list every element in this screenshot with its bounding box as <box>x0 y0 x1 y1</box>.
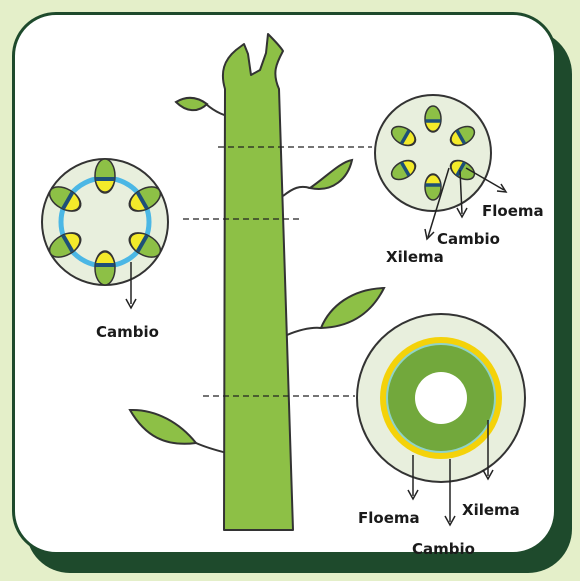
leaf-mid-right <box>283 160 352 196</box>
vascular-bundle <box>95 251 115 285</box>
pith <box>415 372 467 424</box>
label-cambio-left: Cambio <box>96 323 159 341</box>
vascular-bundle <box>425 106 441 132</box>
leaf-bottom-left <box>130 410 227 453</box>
label-xilema-top-right: Xilema <box>386 248 444 266</box>
label-xilema-bottom-right: Xilema <box>462 501 520 519</box>
vascular-bundle <box>425 174 441 200</box>
cross-section-left <box>42 159 168 308</box>
label-cambio-top-right: Cambio <box>437 230 500 248</box>
vascular-bundle <box>95 159 115 193</box>
stem <box>223 34 293 530</box>
label-cambio-bottom-right: Cambio <box>412 540 475 558</box>
label-floema-bottom-right: Floema <box>358 509 420 527</box>
label-floema-top-right: Floema <box>482 202 544 220</box>
cross-section-bottom-right <box>357 314 525 525</box>
leaf-right-large <box>287 288 384 335</box>
